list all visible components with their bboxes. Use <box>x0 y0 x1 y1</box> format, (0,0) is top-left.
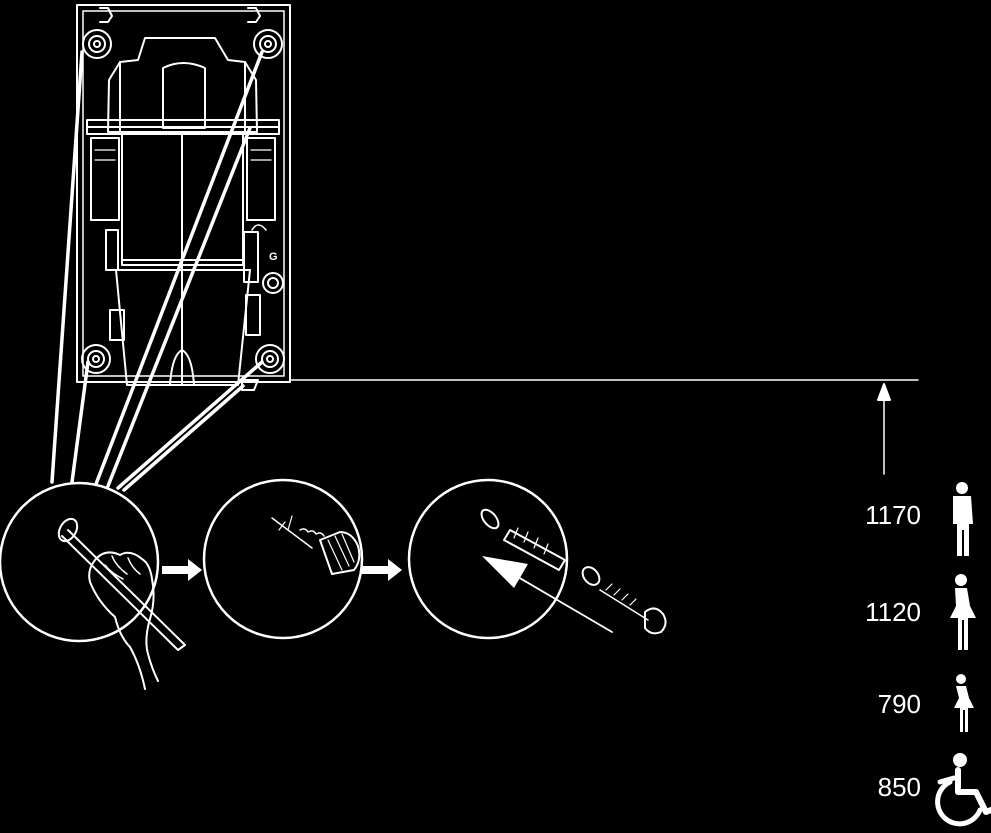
leader-lines <box>50 50 264 492</box>
step-mark-hole <box>0 481 186 690</box>
child-icon <box>954 674 974 732</box>
wheelchair-icon <box>935 753 991 827</box>
step-insert-plug <box>407 478 667 640</box>
reference-line <box>289 379 919 475</box>
man-icon <box>953 482 973 556</box>
height-label-woman: 1120 <box>865 597 921 627</box>
height-label-wheelchair: 850 <box>877 772 921 802</box>
step-drill-hole <box>202 478 364 640</box>
mounting-hole <box>255 344 285 374</box>
woman-icon <box>950 574 976 650</box>
mounting-hole <box>81 344 111 374</box>
mounting-hole <box>253 29 283 59</box>
unit-letter: G <box>269 251 278 263</box>
height-label-man: 1170 <box>865 500 921 530</box>
height-label-child: 790 <box>877 689 921 719</box>
step-arrow-1 <box>162 559 202 581</box>
mounting-hole <box>82 29 112 59</box>
step-arrow-2 <box>362 559 402 581</box>
